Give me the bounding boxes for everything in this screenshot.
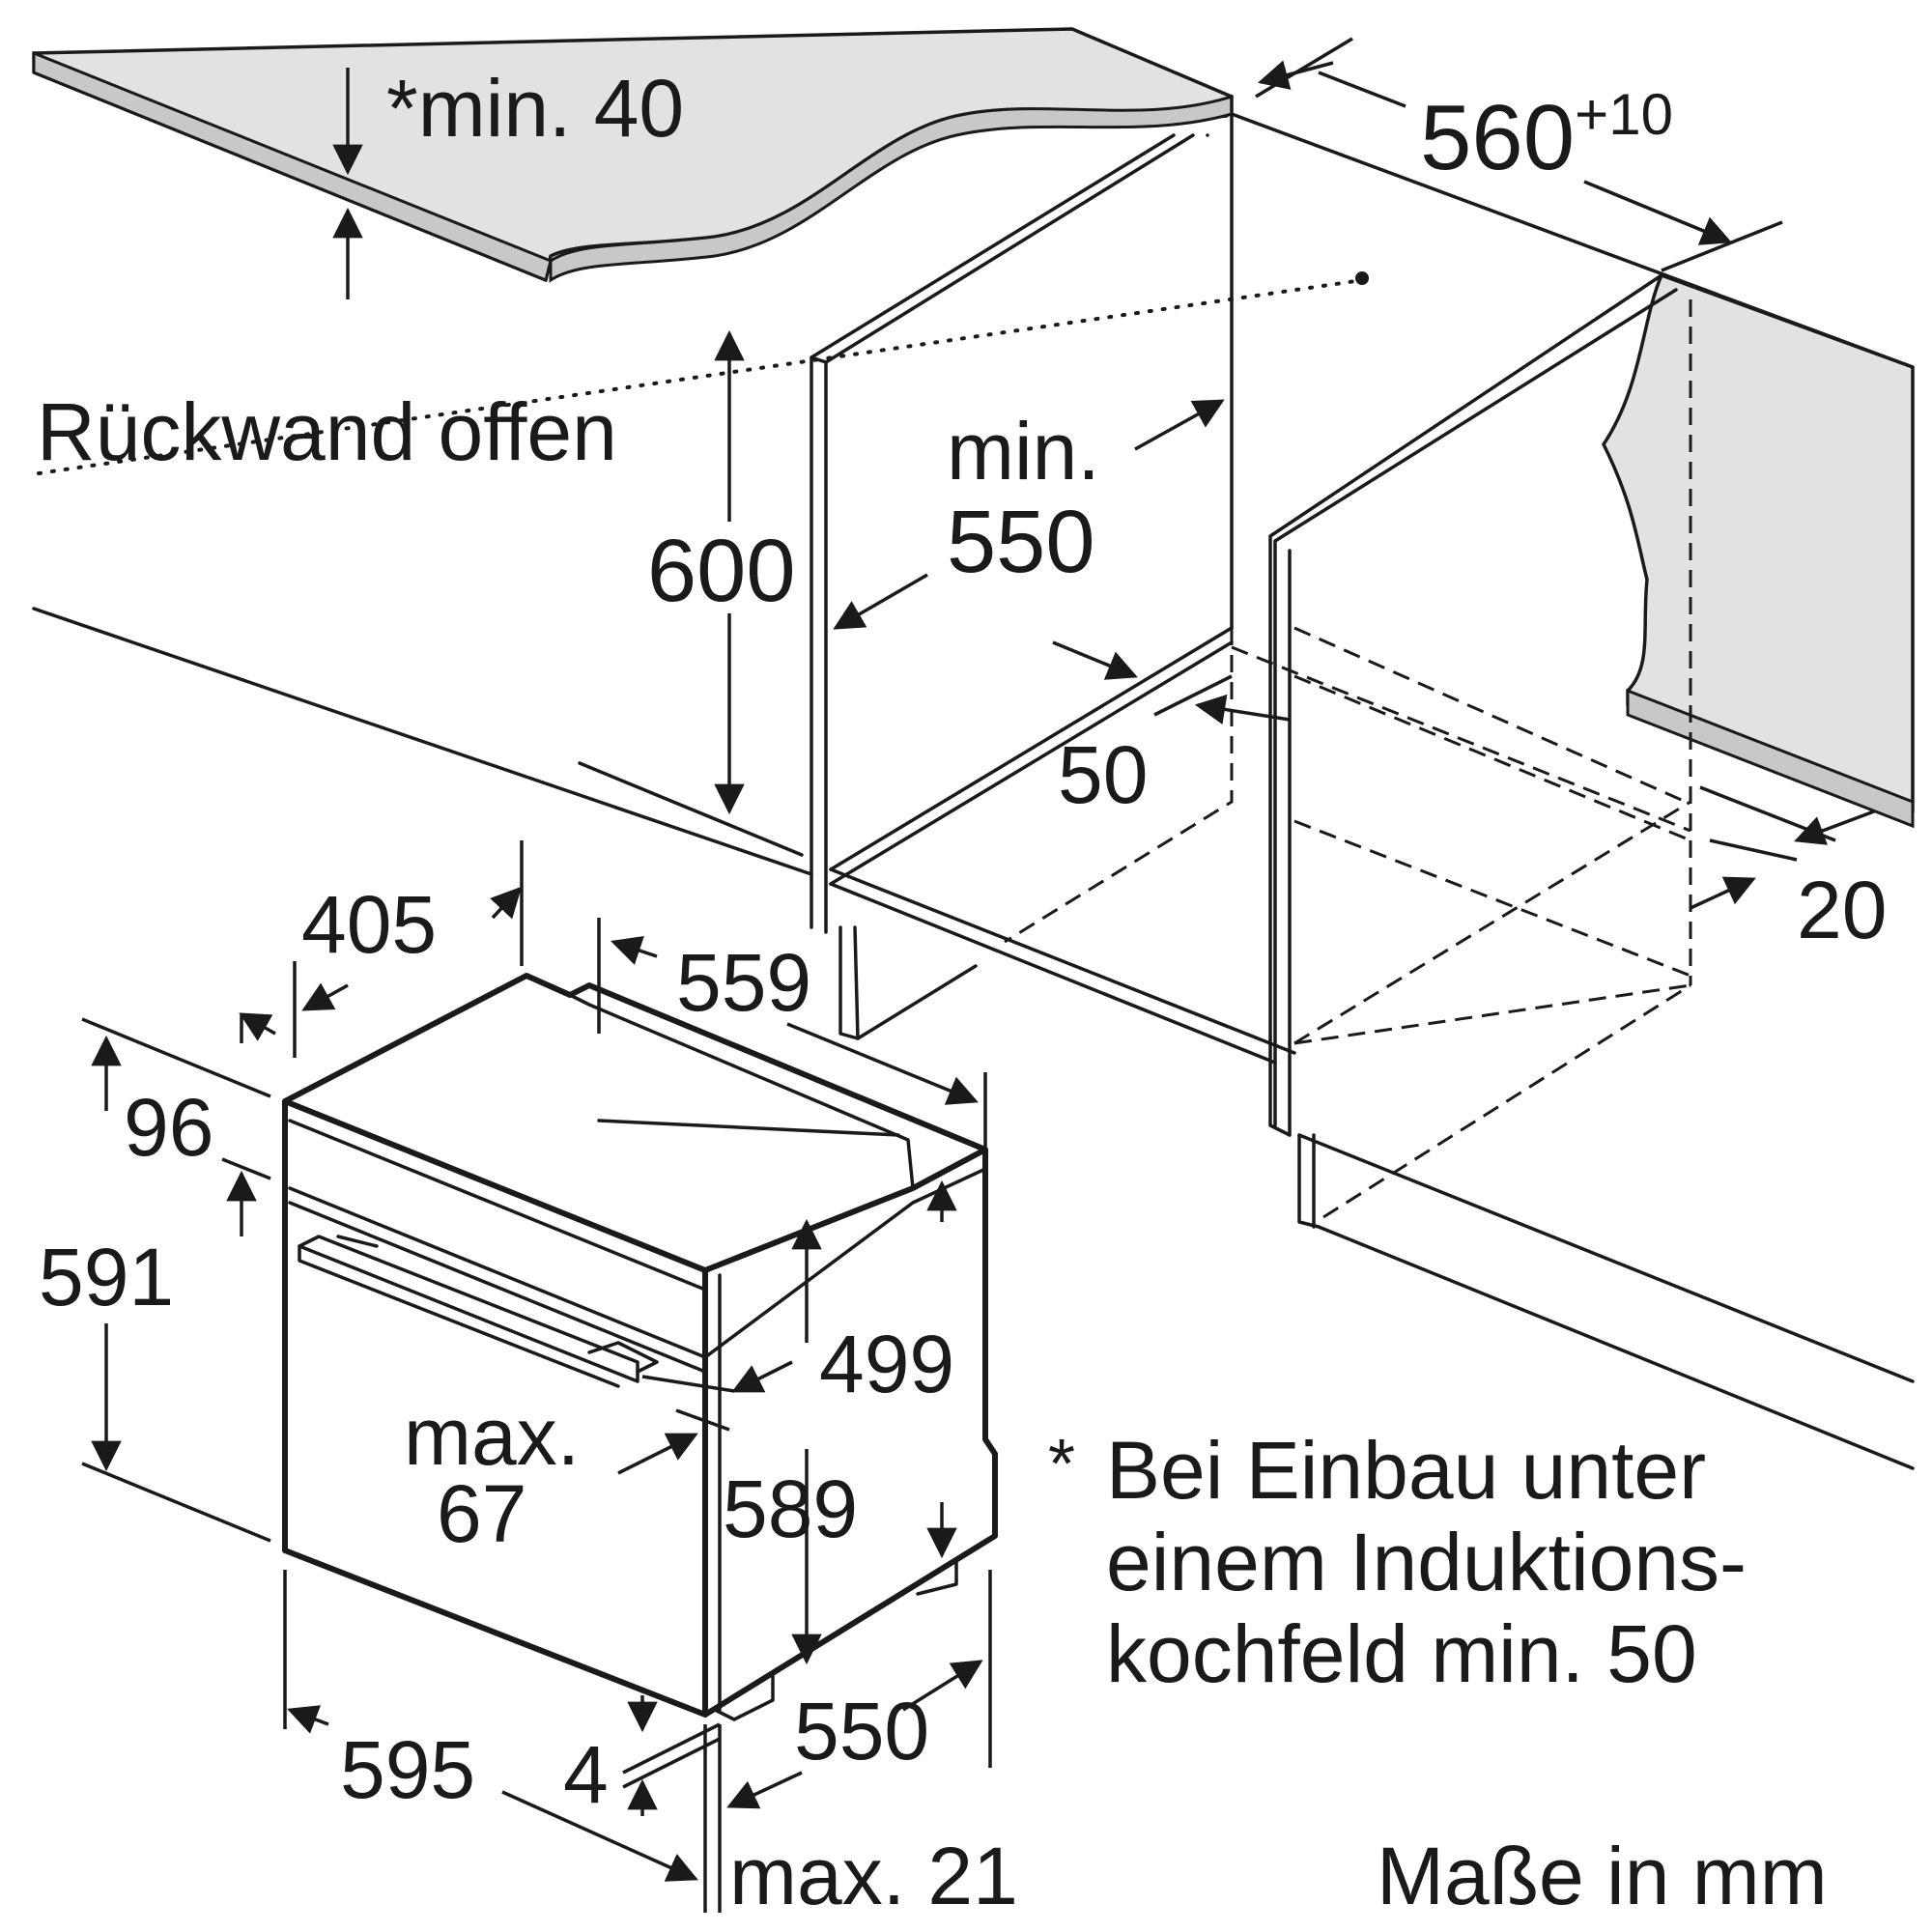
label-height-600: 600 [647, 522, 796, 620]
cabinet-niche [32, 95, 1915, 1470]
label-min40: *min. 40 [386, 63, 685, 154]
label-4: 4 [563, 1729, 609, 1820]
label-550-bottom: 550 [794, 1686, 930, 1776]
label-max21: max. 21 [729, 1831, 1018, 1921]
label-405: 405 [301, 879, 438, 970]
label-595: 595 [340, 1724, 476, 1815]
label-499: 499 [819, 1319, 955, 1409]
label-591: 591 [39, 1232, 175, 1322]
label-96: 96 [124, 1082, 214, 1173]
label-rueckwand-offen: Rückwand offen [37, 386, 617, 477]
label-depth-50: 50 [1058, 729, 1149, 820]
note-line-1: Bei Einbau unter [1106, 1425, 1707, 1516]
oven [282, 973, 998, 1721]
note-line-2: einem Induktions- [1106, 1517, 1747, 1607]
label-width-560-tolerance: +10 [1575, 82, 1673, 147]
worktop-right [1602, 273, 1915, 829]
label-width-560: 560+10 [1420, 86, 1673, 185]
label-max67-bottom: 67 [437, 1468, 527, 1559]
hidden-lines [1004, 299, 1692, 1219]
note-line-3: kochfeld min. 50 [1106, 1608, 1697, 1699]
label-min-550-bottom: 550 [947, 493, 1095, 591]
dimension-lines [81, 37, 1875, 1913]
label-min-550-top: min. [947, 406, 1100, 497]
label-width-560-value: 560 [1420, 86, 1576, 189]
label-589: 589 [723, 1463, 859, 1554]
label-max67-top: max. [404, 1391, 581, 1482]
label-gap-20: 20 [1797, 865, 1888, 955]
units-label: Maße in mm [1377, 1831, 1828, 1921]
rueckwand-point [1355, 271, 1369, 285]
note-asterisk: * [1048, 1426, 1076, 1503]
label-559: 559 [676, 937, 812, 1028]
